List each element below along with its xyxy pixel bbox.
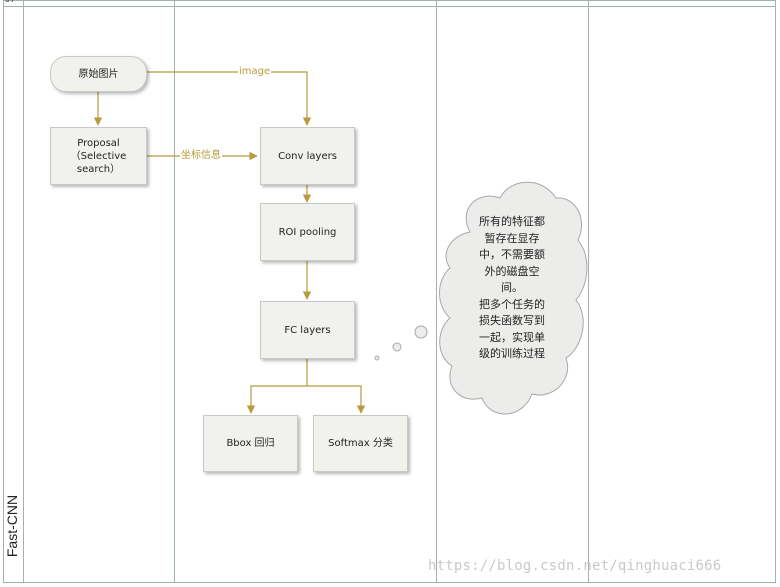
edge-fc-to-bbox [246, 359, 308, 414]
note-line: 级的训练过程 [479, 347, 545, 360]
edge-label-image: image [238, 66, 272, 78]
swimlane-frame [3, 0, 776, 583]
lane-title: Fast-CNN [4, 494, 21, 558]
note-text: 所有的特征都 暂存在显存 中，不需要额 外的磁盘空 间。 把多个任务的 损失函数… [462, 214, 562, 363]
node-roi-pooling: ROI pooling [260, 203, 355, 261]
note-line: 外的磁盘空 [484, 264, 540, 278]
note-line: 中，不需要额 [479, 248, 545, 261]
note-line: 把多个任务的 [479, 297, 545, 311]
thought-bubble-large [414, 325, 428, 339]
watermark: https://blog.csdn.net/qinghuaci666 [428, 558, 722, 574]
edge-fc-to-softmax [307, 385, 366, 414]
lane-header-fragment: 07 [5, 0, 15, 5]
node-proposal: Proposal （Selective search） [50, 127, 147, 185]
thought-bubble-small [374, 355, 380, 361]
thought-bubble-medium [392, 342, 402, 352]
note-line: 所有的特征都 [479, 215, 545, 228]
node-softmax-classify: Softmax 分类 [313, 415, 408, 472]
note-cloud [374, 181, 588, 415]
note-line: 暂存在显存 [484, 231, 540, 245]
node-conv-layers: Conv layers [260, 127, 355, 185]
note-line: 一起，实现单 [479, 330, 545, 344]
edge-label-coords: 坐标信息 [180, 150, 222, 162]
note-line: 损失函数写到 [479, 314, 545, 327]
edge-image-to-conv [147, 71, 312, 126]
note-line: 间。 [501, 281, 523, 294]
node-bbox-regression: Bbox 回归 [203, 415, 298, 472]
node-fc-layers: FC layers [260, 301, 355, 359]
node-original-image: 原始图片 [50, 56, 147, 92]
